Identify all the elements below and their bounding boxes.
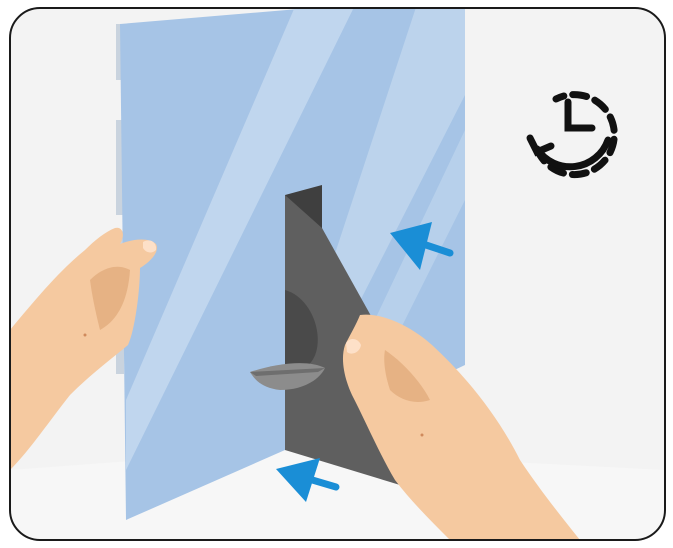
left-hand-dot [84, 334, 87, 337]
right-hand-dot [421, 434, 424, 437]
